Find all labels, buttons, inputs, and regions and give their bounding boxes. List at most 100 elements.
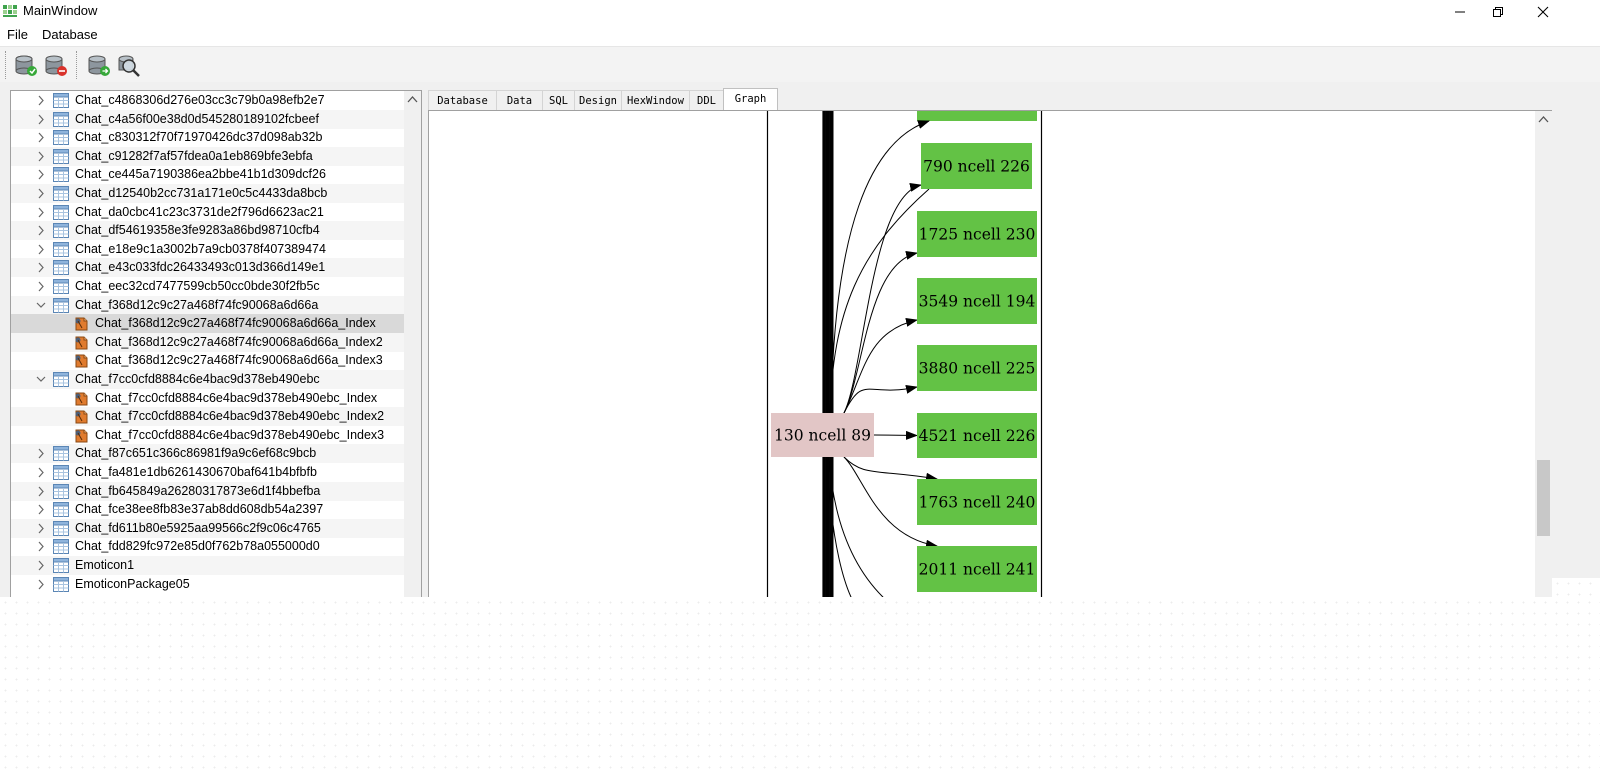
- chevron-right-icon[interactable]: [35, 258, 47, 277]
- chevron-right-icon[interactable]: [35, 203, 47, 222]
- chevron-down-icon[interactable]: [35, 370, 47, 389]
- tree-item-table[interactable]: Chat_c830312f70f71970426dc37d098ab32b: [11, 128, 413, 147]
- chevron-right-icon[interactable]: [35, 184, 47, 203]
- tree-item-index[interactable]: Chat_f7cc0cfd8884c6e4bac9d378eb490ebc_In…: [11, 407, 413, 427]
- database-add-icon[interactable]: [13, 52, 39, 78]
- tree-item-table[interactable]: Chat_da0cbc41c23c3731de2f796d6623ac21: [11, 203, 413, 222]
- scroll-up-icon[interactable]: [1535, 111, 1552, 128]
- index-icon: [75, 336, 88, 350]
- chevron-right-icon[interactable]: [35, 575, 47, 594]
- chevron-right-icon[interactable]: [35, 519, 47, 538]
- index-icon: [75, 410, 88, 424]
- chevron-right-icon[interactable]: [35, 147, 47, 166]
- menu-database[interactable]: Database: [42, 27, 98, 42]
- tree-item-table[interactable]: Chat_e18e9c1a3002b7a9cb0378f407389474: [11, 240, 413, 259]
- tree-item-label: Chat_fce38ee8fb83e37ab8dd608db54a2397: [75, 502, 324, 517]
- chevron-right-icon[interactable]: [35, 110, 47, 129]
- chevron-right-icon[interactable]: [35, 91, 47, 110]
- graph-edge: [843, 456, 938, 482]
- graph-node-target-label: 3880 ncell 225: [919, 360, 1036, 378]
- chevron-right-icon[interactable]: [35, 556, 47, 575]
- tree-item-table[interactable]: Chat_fb645849a26280317873e6d1f4bbefba: [11, 481, 413, 501]
- tree-item-table[interactable]: Chat_c4868306d276e03cc3c79b0a98efb2e7: [11, 91, 413, 110]
- tree-item-index[interactable]: Chat_f368d12c9c27a468f74fc90068a6d66a_In…: [11, 351, 413, 370]
- tree-item-table[interactable]: EmoticonPackage05: [11, 575, 413, 594]
- tree-item-table[interactable]: Chat_f368d12c9c27a468f74fc90068a6d66a: [11, 295, 413, 315]
- tree-item-table[interactable]: Chat_f87c651c366c86981f9a9c6ef68c9bcb: [11, 444, 413, 464]
- graph-node-target: [917, 211, 1037, 257]
- restore-icon: [1493, 7, 1503, 17]
- tree-item-table[interactable]: Chat_fce38ee8fb83e37ab8dd608db54a2397: [11, 500, 413, 519]
- database-connect-icon[interactable]: [86, 52, 112, 78]
- tree-item-index[interactable]: Chat_f7cc0cfd8884c6e4bac9d378eb490ebc_In…: [11, 389, 413, 408]
- chevron-down-icon[interactable]: [35, 296, 47, 315]
- table-icon: [53, 93, 69, 108]
- graph-edge: [843, 250, 918, 414]
- chevron-right-icon[interactable]: [35, 463, 47, 482]
- graph-edge: [843, 384, 918, 414]
- tree-item-table[interactable]: Chat_fa481e1db6261430670baf641b4bfbfb: [11, 463, 413, 482]
- index-icon: [75, 354, 88, 368]
- tree-item-label: Chat_f368d12c9c27a468f74fc90068a6d66a_In…: [95, 334, 383, 349]
- graph-edge: [843, 183, 922, 414]
- chevron-right-icon[interactable]: [35, 444, 47, 463]
- window-title: MainWindow: [23, 3, 98, 18]
- chevron-right-icon[interactable]: [35, 221, 47, 240]
- index-icon: [75, 392, 88, 406]
- tree-item-label: Chat_e43c033fdc26433493c013d366d149e1: [75, 260, 326, 275]
- graph-node-partial: [917, 111, 1037, 121]
- tree-item-label: Chat_fb645849a26280317873e6d1f4bbefba: [75, 483, 321, 498]
- table-icon: [53, 539, 69, 555]
- chevron-right-icon[interactable]: [35, 482, 47, 501]
- tree-item-table[interactable]: Chat_fdd829fc972e85d0f762b78a055000d0: [11, 537, 413, 556]
- graph-node-target-label: 2011 ncell 241: [919, 561, 1036, 579]
- tab-hexwindow[interactable]: HexWindow: [621, 90, 690, 111]
- tree-item-label: Chat_e18e9c1a3002b7a9cb0378f407389474: [75, 241, 326, 256]
- tree-item-index[interactable]: Chat_f368d12c9c27a468f74fc90068a6d66a_In…: [11, 332, 413, 352]
- close-button[interactable]: [1520, 0, 1566, 24]
- tree-item-table[interactable]: Chat_eec32cd7477599cb50cc0bde30f2fb5c: [11, 277, 413, 296]
- tree-item-table[interactable]: Chat_c4a56f00e38d0d545280189102fcbeef: [11, 109, 413, 129]
- chevron-right-icon[interactable]: [35, 500, 47, 519]
- chevron-right-icon[interactable]: [35, 277, 47, 296]
- tab-database[interactable]: Database: [428, 90, 497, 111]
- tree-item-index[interactable]: Chat_f368d12c9c27a468f74fc90068a6d66a_In…: [11, 314, 413, 334]
- chevron-right-icon[interactable]: [35, 128, 47, 147]
- tree-item-table[interactable]: Chat_d12540b2cc731a171e0c5c4433da8bcb: [11, 184, 413, 203]
- tree-item-table[interactable]: Chat_ce445a7190386ea2bbe41b1d309dcf26: [11, 165, 413, 184]
- table-icon: [53, 241, 69, 257]
- tree-item-table[interactable]: Chat_c91282f7af57fdea0a1eb869bfe3ebfa: [11, 146, 413, 166]
- menu-file[interactable]: File: [7, 27, 28, 42]
- tree-item-table[interactable]: Chat_fd611b80e5925aa99566c2f9c06c4765: [11, 518, 413, 538]
- chevron-right-icon[interactable]: [35, 165, 47, 184]
- close-icon: [1537, 6, 1549, 18]
- tree-item-table[interactable]: Chat_e43c033fdc26433493c013d366d149e1: [11, 258, 413, 278]
- edge-bundle: [822, 111, 834, 597]
- tab-data[interactable]: Data: [496, 90, 543, 111]
- scroll-up-icon[interactable]: [404, 91, 421, 108]
- tree-item-label: Chat_da0cbc41c23c3731de2f796d6623ac21: [75, 204, 324, 219]
- tree-item-table[interactable]: Emoticon1: [11, 556, 413, 575]
- table-icon: [53, 446, 69, 462]
- database-search-icon[interactable]: [116, 52, 142, 78]
- restore-button[interactable]: [1475, 0, 1521, 24]
- tree-scrollbar[interactable]: [404, 91, 421, 597]
- graph-scrollbar-thumb[interactable]: [1537, 460, 1550, 536]
- tab-sql[interactable]: SQL: [542, 90, 575, 111]
- tree-item-table[interactable]: Chat_f7cc0cfd8884c6e4bac9d378eb490ebc: [11, 370, 413, 389]
- tree-item-index[interactable]: Chat_f7cc0cfd8884c6e4bac9d378eb490ebc_In…: [11, 426, 413, 445]
- tab-ddl[interactable]: DDL: [689, 90, 724, 111]
- tree-item-table[interactable]: Chat_df54619358e3fe9283a86bd98710cfb4: [11, 221, 413, 241]
- tab-graph[interactable]: Graph: [723, 88, 778, 111]
- tree-item-label: Chat_fdd829fc972e85d0f762b78a055000d0: [75, 539, 320, 554]
- tab-design[interactable]: Design: [574, 90, 622, 111]
- minimize-button[interactable]: [1437, 0, 1483, 24]
- chevron-right-icon[interactable]: [35, 240, 47, 259]
- menu-bar: File Database: [0, 24, 1600, 46]
- database-remove-icon[interactable]: [43, 52, 69, 78]
- table-icon: [53, 372, 69, 387]
- chevron-right-icon[interactable]: [35, 537, 47, 556]
- tree-item-label: Chat_c91282f7af57fdea0a1eb869bfe3ebfa: [75, 148, 313, 163]
